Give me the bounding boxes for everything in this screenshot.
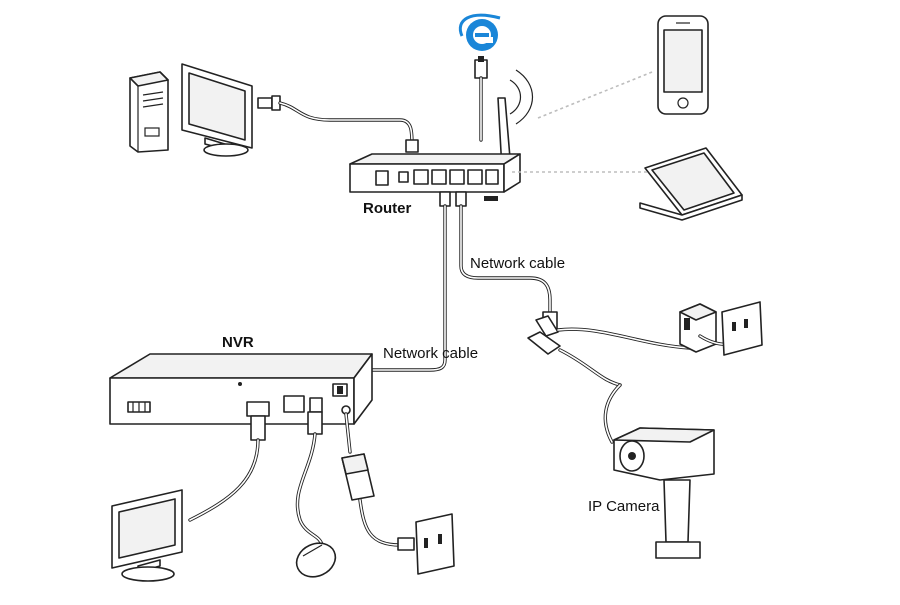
vga-cable xyxy=(188,415,266,522)
power-adapter-icon xyxy=(679,303,752,353)
laptop-icon xyxy=(639,147,743,221)
network-cable-label-bottom: Network cable xyxy=(383,345,479,362)
router-icon xyxy=(349,153,521,201)
monitor-icon xyxy=(111,489,183,582)
network-cable-label-top: Network cable xyxy=(470,255,566,272)
monitor-icon xyxy=(181,63,253,157)
ip-camera-label: IP Camera xyxy=(588,498,660,515)
nvr-label: NVR xyxy=(222,334,254,351)
camera-pigtail-connector xyxy=(527,315,692,444)
ip-camera-icon xyxy=(613,427,715,559)
pc-network-cable xyxy=(257,95,419,153)
wall-outlet-icon xyxy=(721,301,763,356)
router-label: Router xyxy=(363,200,412,217)
smartphone-icon xyxy=(657,15,709,115)
wall-outlet-icon xyxy=(397,513,455,575)
nvr-recorder-icon xyxy=(109,353,373,425)
wireless-link-phone xyxy=(537,71,653,119)
internet-explorer-icon xyxy=(458,13,501,51)
mouse-cable xyxy=(295,411,324,547)
power-adapter-icon xyxy=(341,412,402,547)
desktop-computer-icon xyxy=(129,71,169,153)
internet-cable xyxy=(474,56,488,142)
mouse-icon xyxy=(295,542,337,578)
